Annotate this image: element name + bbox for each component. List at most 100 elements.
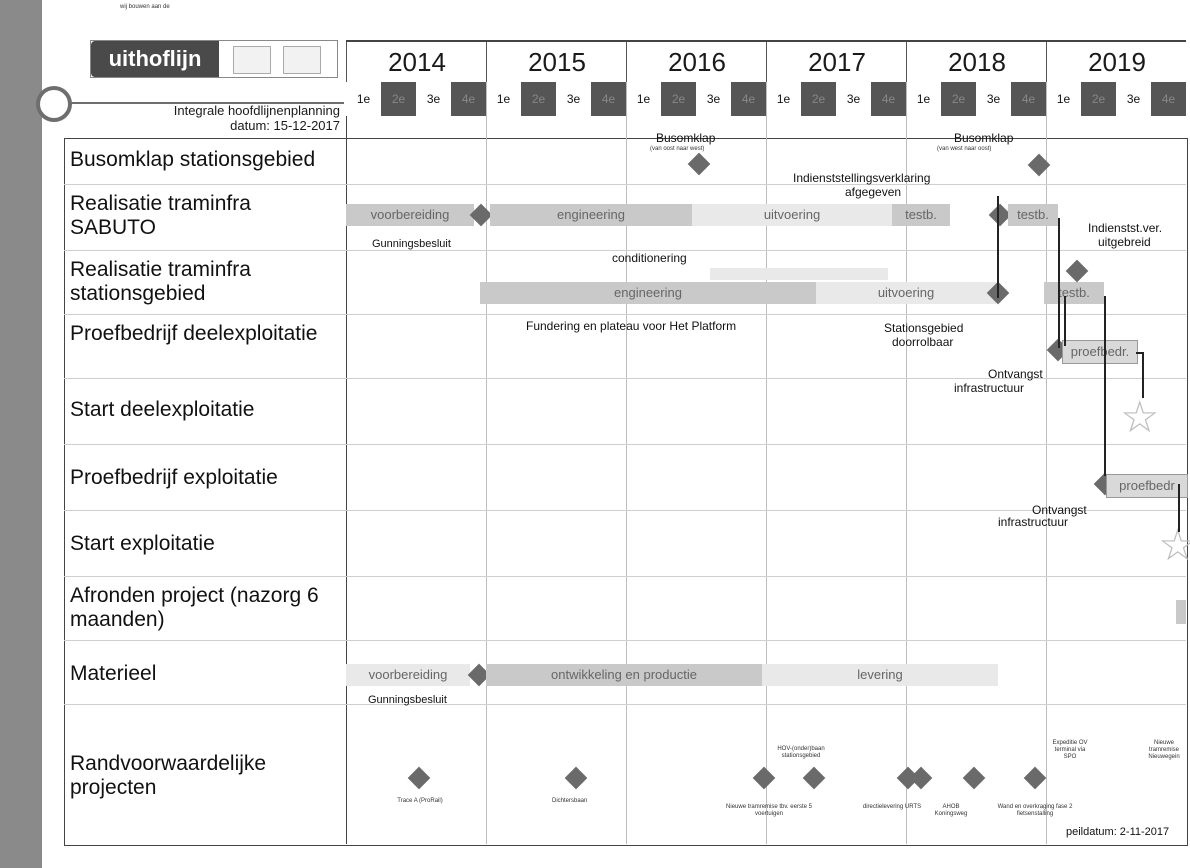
ontvangst-2b: infrastructuur xyxy=(998,515,1069,529)
bar-testb-sabuto-1: testb. xyxy=(892,204,950,226)
bar-afronden xyxy=(1176,600,1186,624)
gunning-label-sabuto: Gunningsbesluit xyxy=(372,238,451,250)
quarter-2016-4: 4e xyxy=(731,82,766,116)
dependency-line xyxy=(1142,352,1144,398)
crest-icon xyxy=(233,46,271,74)
year-gridline xyxy=(486,82,487,844)
bar-levering: levering xyxy=(762,664,998,686)
busomklap-2-sub: (van west naar oost) xyxy=(937,146,992,152)
row-label-start-deel: Start deelexploitatie xyxy=(70,398,255,421)
indienstst-ver-label: Indienstst.ver. xyxy=(1088,221,1163,235)
stationsgebied-doorrolbaar-1: Stationsgebied xyxy=(884,321,964,335)
bar-voorbereiding-materieel: voorbereiding xyxy=(346,664,470,686)
wand-label: Wand en overkraging fase 2 fietsenstalli… xyxy=(997,804,1073,817)
year-2017: 2017 xyxy=(766,42,907,82)
stationsgebied-doorrolbaar-2: doorrolbaar xyxy=(892,335,954,349)
timeline-frame xyxy=(346,40,1187,844)
bar-uitvoering-station: uitvoering xyxy=(816,282,996,304)
planning-date: datum: 15-12-2017 xyxy=(230,118,340,133)
bar-proefbedr-deel: proefbedr. xyxy=(1062,340,1138,364)
quarter-2018-1: 1e xyxy=(906,82,941,116)
quarter-2018-3: 3e xyxy=(976,82,1011,116)
start-deel-star-icon: ☆ xyxy=(1120,393,1160,442)
year-2014: 2014 xyxy=(346,42,487,82)
busomklap-2-label: Busomklap xyxy=(954,131,1014,145)
bar-proefbedr-expl: proefbedr xyxy=(1106,474,1188,498)
fundering-label: Fundering en plateau voor Het Platform xyxy=(526,319,737,333)
busomklap-1-sub: (van oost naar west) xyxy=(650,146,705,152)
ontvangst-1b: infrastructuur xyxy=(954,381,1025,395)
tramremise-label: Nieuwe tramremise tbv. eerste 5 voertuig… xyxy=(726,804,812,817)
timeline-top-border xyxy=(346,40,1186,42)
quarter-2017-2: 2e xyxy=(801,82,836,116)
quarter-2014-3: 3e xyxy=(416,82,451,116)
gunning-label-materieel: Gunningsbesluit xyxy=(368,694,447,706)
row-divider xyxy=(64,314,1186,315)
row-label-start-expl: Start exploitatie xyxy=(70,532,215,555)
dependency-line xyxy=(1178,484,1180,532)
indienst-label: Indienststellingsverklaring xyxy=(793,171,931,185)
quarter-2014-1: 1e xyxy=(346,82,381,116)
quarter-2016-1: 1e xyxy=(626,82,661,116)
busomklap-1-label: Busomklap xyxy=(656,131,716,145)
quarter-2018-2: 2e xyxy=(941,82,976,116)
ontvangst-2a: Ontvangst xyxy=(1032,503,1087,517)
quarter-2017-3: 3e xyxy=(836,82,871,116)
row-label-stationsgebied: Realisatie traminfra stationsgebied xyxy=(70,258,251,305)
row-label-randvoorwaardelijk: Randvoorwaardelijke projecten xyxy=(70,752,267,799)
start-expl-star-icon: ☆ xyxy=(1158,521,1190,570)
quarter-2014-4: 4e xyxy=(451,82,486,116)
year-gridline xyxy=(906,82,907,844)
logo-tagline: wij bouwen aan de xyxy=(120,4,170,10)
dependency-line xyxy=(1058,218,1060,348)
year-2018: 2018 xyxy=(906,42,1047,82)
quarter-2014-2: 2e xyxy=(381,82,416,116)
quarter-2015-3: 3e xyxy=(556,82,591,116)
planning-title: Integrale hoofdlijnenplanning xyxy=(173,103,340,118)
logo-text: uithoflijn xyxy=(91,41,219,77)
dependency-line xyxy=(1104,296,1106,476)
bar-testb-sabuto-2: testb. xyxy=(1008,204,1058,226)
sidebar-strip xyxy=(0,0,42,868)
quarter-2019-1: 1e xyxy=(1046,82,1081,116)
expeditie-label: Expeditie OV terminal via SPO xyxy=(1052,740,1088,760)
bar-voorbereiding-sabuto: voorbereiding xyxy=(346,204,474,226)
quarter-2015-4: 4e xyxy=(591,82,626,116)
row-divider xyxy=(64,510,1186,511)
bar-engineering-sabuto: engineering xyxy=(490,204,692,226)
quarter-2017-4: 4e xyxy=(871,82,906,116)
planning-title-block: Integrale hoofdlijnenplanning datum: 15-… xyxy=(100,103,340,133)
row-divider xyxy=(64,378,1186,379)
peildatum: peildatum: 2-11-2017 xyxy=(1066,826,1170,838)
conditionering-label: conditionering xyxy=(612,251,687,265)
connector-line xyxy=(70,102,344,104)
row-divider xyxy=(64,640,1186,641)
dichtersbaan-label: Dichtersbaan xyxy=(552,798,588,804)
quarter-2019-3: 3e xyxy=(1116,82,1151,116)
year-gridline xyxy=(1046,82,1047,844)
afgegeven-label: afgegeven xyxy=(845,185,902,199)
dependency-line xyxy=(1136,352,1144,354)
row-label-proefbedrijf-expl: Proefbedrijf exploitatie xyxy=(70,466,278,489)
trace-a-label: Trace A (ProRail) xyxy=(397,798,443,804)
row-divider xyxy=(64,184,1186,185)
quarter-2017-1: 1e xyxy=(766,82,801,116)
ahob-label: AHOB Koningsweg xyxy=(934,804,968,817)
year-2019: 2019 xyxy=(1046,42,1187,82)
row-label-materieel: Materieel xyxy=(70,662,157,685)
year-2015: 2015 xyxy=(486,42,627,82)
row-label-afronden: Afronden project (nazorg 6 maanden) xyxy=(70,584,319,631)
row-divider xyxy=(64,576,1186,577)
bar-ontwikkeling: ontwikkeling en productie xyxy=(486,664,762,686)
bar-testb-station: testb. xyxy=(1044,282,1104,304)
year-gridline xyxy=(626,82,627,844)
quarter-2016-3: 3e xyxy=(696,82,731,116)
quarter-2015-1: 1e xyxy=(486,82,521,116)
year-2016: 2016 xyxy=(626,42,767,82)
province-icon xyxy=(283,46,321,74)
row-divider xyxy=(64,250,1186,251)
quarter-2016-2: 2e xyxy=(661,82,696,116)
connector-ring xyxy=(36,86,72,122)
uitgebreid-label: uitgebreid xyxy=(1098,235,1151,249)
nieuwe-remise-label: Nieuwe tramremise Nieuwegein xyxy=(1148,740,1180,760)
